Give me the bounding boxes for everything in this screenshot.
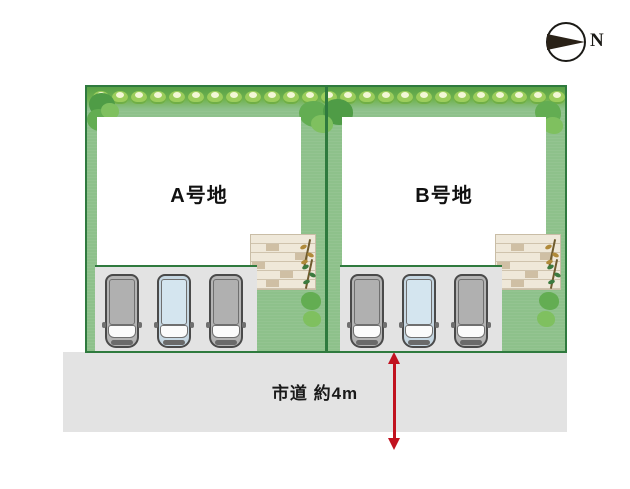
- shrub-icon: [539, 292, 559, 310]
- compass-needle-icon: [547, 34, 585, 50]
- hedge-tuft-icon: [473, 91, 489, 104]
- shrub-icon: [537, 311, 555, 327]
- site-boundary: A号地: [85, 85, 567, 353]
- hedge-tuft-icon: [530, 91, 546, 104]
- lot-divider: [325, 87, 328, 351]
- hedge-tuft-icon: [245, 91, 261, 104]
- shrub-icon: [303, 311, 321, 327]
- tree-icon: [543, 117, 563, 134]
- hedge-tuft-icon: [302, 91, 318, 104]
- lot-label-b: B号地: [415, 185, 473, 207]
- hedge-tuft-icon: [492, 91, 508, 104]
- car-icon: [102, 274, 142, 348]
- hedge-tuft-icon: [150, 91, 166, 104]
- hedge-tuft-icon: [226, 91, 242, 104]
- arrow-shaft: [393, 360, 396, 442]
- hedge-tuft-icon: [264, 91, 280, 104]
- car-icon: [451, 274, 491, 348]
- road-width-arrow: [388, 352, 402, 450]
- hedge-tuft-icon: [169, 91, 185, 104]
- hedge-tuft-icon: [378, 91, 394, 104]
- tree-icon: [101, 103, 119, 119]
- car-icon: [347, 274, 387, 348]
- compass-north-label: N: [590, 30, 604, 51]
- hedge-tuft-icon: [435, 91, 451, 104]
- arrow-head-up-icon: [388, 352, 400, 364]
- parking-area-a: [95, 265, 257, 351]
- compass-rose: N: [546, 22, 616, 66]
- car-icon: [399, 274, 439, 348]
- hedge-tuft-icon: [397, 91, 413, 104]
- plant-marker-icon: [546, 259, 562, 289]
- arrow-head-down-icon: [388, 438, 400, 450]
- lot-label-a: A号地: [170, 185, 228, 207]
- hedge-tuft-icon: [207, 91, 223, 104]
- hedge-tuft-icon: [549, 91, 565, 104]
- hedge-tuft-icon: [416, 91, 432, 104]
- tree-icon: [311, 115, 333, 133]
- hedge-tuft-icon: [359, 91, 375, 104]
- road-band: 市道 約4m: [63, 352, 567, 432]
- car-icon: [206, 274, 246, 348]
- shrub-icon: [301, 292, 321, 310]
- hedge-tuft-icon: [188, 91, 204, 104]
- car-icon: [154, 274, 194, 348]
- hedge-tuft-icon: [112, 91, 128, 104]
- hedge-tuft-icon: [454, 91, 470, 104]
- hedge-tuft-icon: [131, 91, 147, 104]
- hedge-tuft-icon: [283, 91, 299, 104]
- plant-marker-icon: [301, 259, 317, 289]
- hedge-tuft-icon: [511, 91, 527, 104]
- road-label: 市道 約4m: [271, 384, 359, 403]
- parking-area-b: [340, 265, 502, 351]
